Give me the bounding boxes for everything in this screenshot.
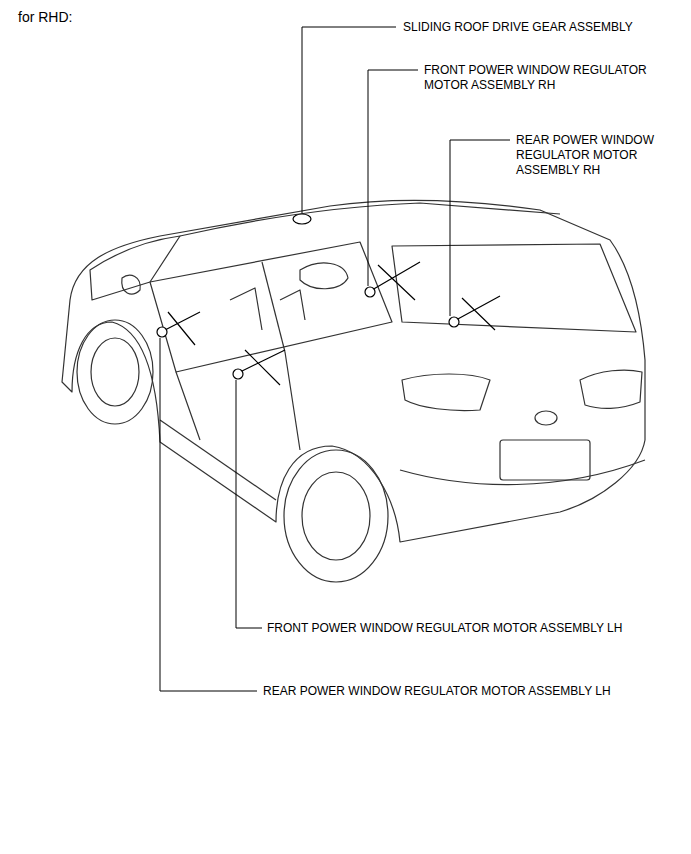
leader-line bbox=[368, 70, 418, 286]
mirror bbox=[122, 275, 140, 294]
license-plate bbox=[500, 440, 590, 480]
leader-lines bbox=[160, 27, 510, 691]
rear-wheel bbox=[284, 450, 388, 582]
windshield bbox=[90, 236, 180, 300]
bumper bbox=[400, 460, 645, 485]
body-outline bbox=[62, 200, 645, 542]
part-symbols bbox=[157, 214, 500, 385]
leader-line bbox=[450, 140, 510, 316]
side-sill bbox=[160, 420, 276, 500]
seats bbox=[230, 288, 305, 330]
front-wheel-rim bbox=[91, 338, 139, 406]
regulator-rear-lh bbox=[157, 312, 200, 345]
front-wheel bbox=[77, 320, 153, 424]
part-name: FRONT POWER WINDOW REGULATOR MOTOR ASSEM… bbox=[267, 621, 622, 636]
leader-line bbox=[160, 338, 257, 691]
leader-line bbox=[302, 27, 396, 213]
sliding-roof-drive-gear bbox=[293, 214, 311, 224]
part-name: REAR POWER WINDOW REGULATOR MOTOR ASSEMB… bbox=[516, 133, 666, 178]
part-name: FRONT POWER WINDOW REGULATOR MOTOR ASSEM… bbox=[424, 63, 664, 93]
part-name: REAR POWER WINDOW REGULATOR MOTOR ASSEMB… bbox=[263, 684, 611, 699]
tail-lamp-right bbox=[580, 370, 642, 408]
regulator-front-rh bbox=[365, 262, 420, 300]
rear-wheel-rim bbox=[302, 472, 370, 560]
regulator-front-lh bbox=[233, 350, 285, 385]
regulator-rear-rh bbox=[449, 296, 500, 330]
emblem bbox=[535, 411, 557, 425]
side-windows bbox=[150, 242, 392, 372]
steering-wheel bbox=[300, 263, 348, 289]
part-name: SLIDING ROOF DRIVE GEAR ASSEMBLY bbox=[403, 20, 633, 35]
leader-line bbox=[236, 380, 262, 628]
roof-line bbox=[180, 203, 560, 236]
tail-lamp-left bbox=[402, 374, 490, 411]
car-body bbox=[62, 200, 645, 582]
b-pillar bbox=[262, 262, 285, 352]
rear-glass bbox=[392, 244, 636, 332]
diagram-title: for RHD: bbox=[18, 9, 72, 26]
door-line bbox=[176, 352, 300, 450]
